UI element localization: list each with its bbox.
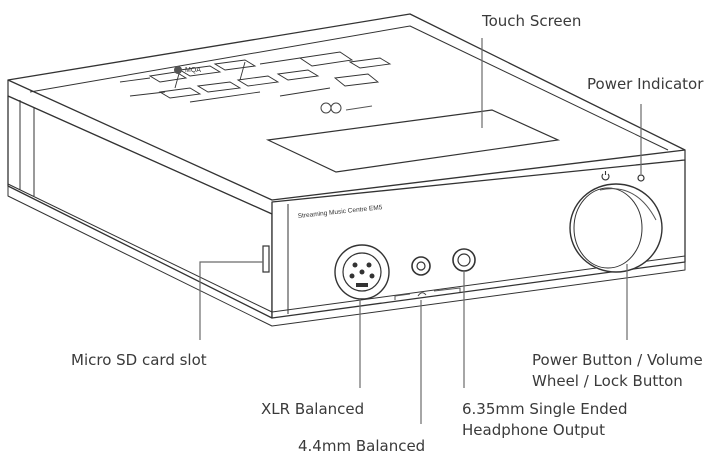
single-ended-6-35mm-jack (452, 248, 476, 272)
label-power-button-line2: Wheel / Lock Button (532, 372, 683, 390)
top-block-diagram (119, 51, 392, 103)
top-brand-text: MQA (185, 67, 201, 74)
label-power-indicator: Power Indicator (587, 75, 704, 93)
top-panel-border (29, 25, 669, 151)
label-se-line2: Headphone Output (462, 421, 606, 439)
leader-lines (199, 38, 642, 424)
volume-knob (569, 183, 663, 273)
label-touch-screen: Touch Screen (482, 12, 582, 30)
touch-screen (265, 109, 561, 173)
leader-micro-sd (199, 261, 263, 340)
label-power-button-line1: Power Button / Volume (532, 351, 703, 369)
micro-sd-slot (262, 245, 270, 273)
power-indicator-led (637, 174, 645, 182)
label-xlr: XLR Balanced (261, 400, 365, 418)
mqa-logo-icon (174, 66, 182, 74)
label-micro-sd: Micro SD card slot (71, 351, 207, 369)
shanling-logo-icon (320, 102, 342, 114)
label-se-line1: 6.35mm Single Ended (462, 400, 628, 418)
xlr-connector (334, 244, 390, 300)
headphone-icon (417, 292, 427, 297)
label-4-4mm: 4.4mm Balanced (298, 437, 426, 455)
balanced-4-4mm-jack (411, 256, 431, 276)
power-symbol-icon (601, 171, 610, 181)
headphone-bracket (394, 293, 411, 300)
